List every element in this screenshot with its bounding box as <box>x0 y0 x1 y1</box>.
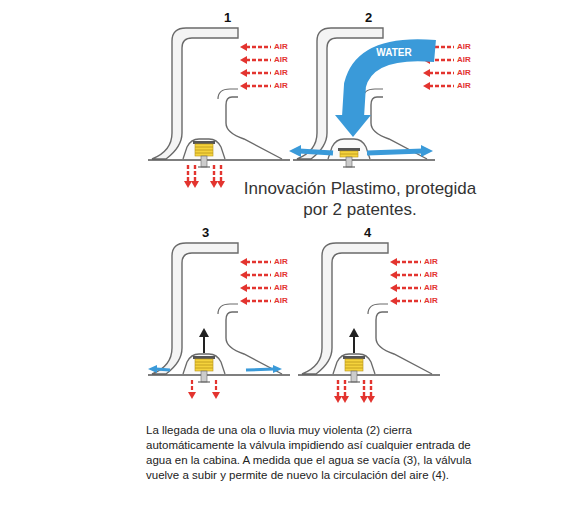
air-label: AIR <box>457 55 471 65</box>
valve-closed <box>338 148 360 167</box>
heading: Innovación Plastimo, protegida por 2 pat… <box>243 178 477 220</box>
air-label: AIR <box>274 81 288 91</box>
air-label: AIR <box>274 257 288 267</box>
panel-3 <box>148 243 290 399</box>
air-label: AIR <box>424 283 438 293</box>
water-outflow-head <box>421 145 433 157</box>
water-outflow <box>156 369 170 370</box>
vent-cowl <box>148 243 290 375</box>
air-label: AIR <box>274 55 288 65</box>
air-label: AIR <box>424 296 438 306</box>
drain-arrows <box>184 165 225 188</box>
air-label: AIR <box>457 42 471 52</box>
water-outflow-head <box>289 145 301 157</box>
vent-cowl <box>293 28 435 160</box>
air-label: AIR <box>424 270 438 280</box>
water-label: WATER <box>376 47 411 58</box>
valve-lift-arrow <box>349 328 359 353</box>
panel-2 <box>289 28 454 167</box>
water-outflow-head <box>273 365 282 373</box>
callout-number: 2 <box>365 11 372 25</box>
water-outflow <box>299 151 333 153</box>
vent-cowl <box>298 243 440 375</box>
drain-arrows <box>334 380 375 403</box>
air-arrows <box>390 258 421 305</box>
valve <box>343 356 365 382</box>
callout-number: 1 <box>224 11 231 25</box>
callout-number: 3 <box>202 226 209 240</box>
air-label: AIR <box>424 257 438 267</box>
air-label: AIR <box>274 283 288 293</box>
air-label: AIR <box>274 296 288 306</box>
drain-arrows <box>188 380 220 399</box>
air-label: AIR <box>457 68 471 78</box>
panel-1 <box>148 28 290 188</box>
vent-cowl <box>148 28 290 160</box>
air-arrows <box>240 43 271 90</box>
air-arrows <box>240 258 271 305</box>
water-outflow <box>246 369 274 370</box>
air-label: AIR <box>457 81 471 91</box>
valve-lift-arrow <box>199 328 209 353</box>
valve <box>193 141 215 167</box>
water-outflow <box>367 151 423 153</box>
air-label: AIR <box>274 42 288 52</box>
water-outflow-head <box>148 365 157 373</box>
callout-number: 4 <box>364 226 371 240</box>
caption-text: La llegada de una ola o lluvia muy viole… <box>146 423 482 483</box>
water-flow <box>353 50 435 117</box>
valve <box>193 356 215 382</box>
air-label: AIR <box>274 270 288 280</box>
air-label: AIR <box>274 68 288 78</box>
water-arrowhead <box>335 115 371 137</box>
panel-4 <box>298 243 440 403</box>
